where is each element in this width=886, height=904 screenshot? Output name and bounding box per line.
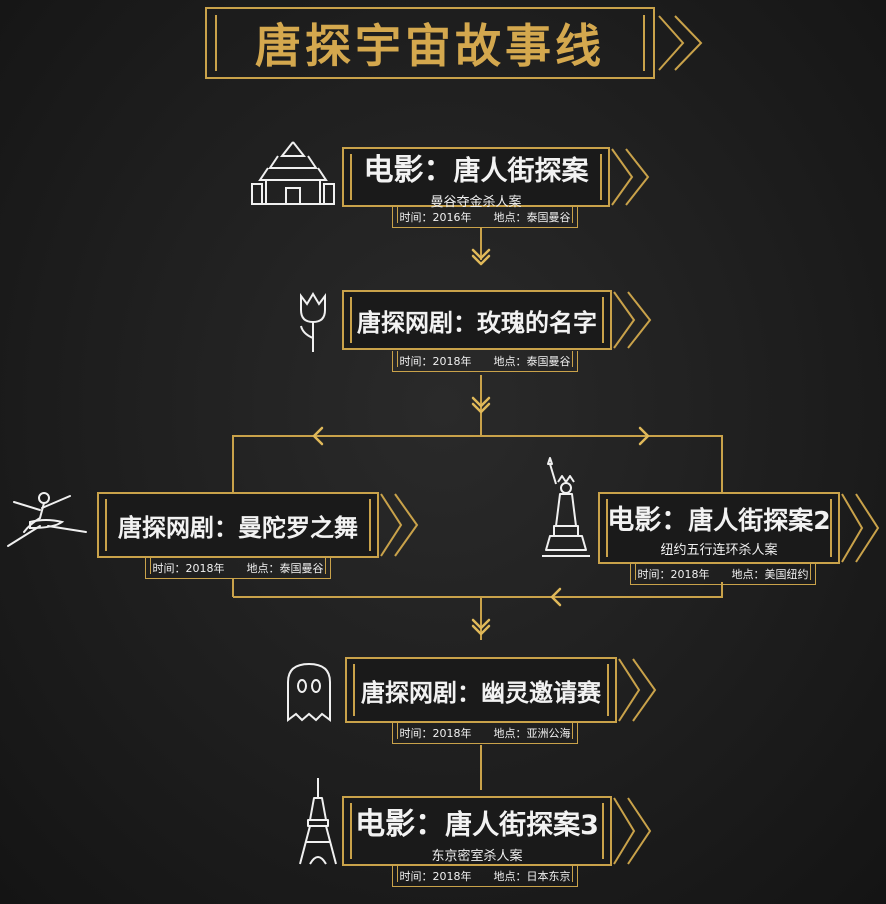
- node-1-chevron-icon: [611, 148, 650, 206]
- node-6-place: 日本东京: [526, 870, 571, 883]
- left-arrow-top: [312, 426, 324, 446]
- node-3-chevron-icon: [380, 493, 419, 557]
- node-1-title: 唐人街探案: [453, 155, 589, 187]
- node-card-6: 电影：唐人街探案3 东京密室杀人案: [342, 796, 612, 866]
- node-1-subtitle: 曼谷夺金杀人案: [430, 194, 522, 210]
- down-arrow-1: [471, 248, 491, 260]
- node-5-chevron-icon: [618, 658, 657, 722]
- node-1-place: 泰国曼谷: [526, 211, 571, 224]
- node-2-type: 唐探网剧：: [357, 308, 477, 337]
- node-5-type: 唐探网剧：: [361, 678, 481, 707]
- node-4-type: 电影：: [607, 505, 689, 536]
- node-card-1: 电影：唐人街探案 曼谷夺金杀人案: [342, 147, 610, 210]
- node-3-title: 曼陀罗之舞: [238, 513, 358, 542]
- node-6-subtitle: 东京密室杀人案: [431, 848, 523, 864]
- node-card-5: 唐探网剧：幽灵邀请赛: [345, 657, 617, 723]
- node-1-time: 2016年: [432, 211, 472, 224]
- left-arrow-bottom: [550, 587, 562, 607]
- node-4-info: 时间：2018年 地点：美国纽约: [630, 564, 816, 585]
- node-2-title: 玫瑰的名字: [477, 308, 597, 337]
- node-2-chevron-icon: [613, 291, 652, 349]
- node-2-time: 2018年: [432, 355, 472, 368]
- node-3-type: 唐探网剧：: [118, 513, 238, 542]
- node-6-type: 电影：: [355, 806, 446, 842]
- node-4-chevron-icon: [841, 493, 880, 563]
- down-arrow-2: [471, 396, 491, 408]
- node-6-time: 2018年: [432, 870, 472, 883]
- node-5-title: 幽灵邀请赛: [481, 678, 601, 707]
- node-5-info: 时间：2018年 地点：亚洲公海: [392, 723, 578, 744]
- tokyo-tower-icon: [296, 776, 340, 872]
- node-6-info: 时间：2018年 地点：日本东京: [392, 866, 578, 887]
- statue-of-liberty-icon: [538, 456, 594, 564]
- node-3-info: 时间：2018年 地点：泰国曼谷: [145, 558, 331, 579]
- node-4-subtitle: 纽约五行连环杀人案: [660, 543, 778, 558]
- node-3-time: 2018年: [185, 562, 225, 575]
- node-1-type: 电影：: [363, 152, 454, 188]
- tulip-icon: [295, 290, 331, 358]
- node-6-chevron-icon: [613, 797, 652, 865]
- node-1-info: 时间：2016年 地点：泰国曼谷: [392, 207, 578, 228]
- ghost-icon: [284, 660, 334, 728]
- node-4-place: 美国纽约: [764, 568, 809, 581]
- down-arrow-3: [471, 618, 491, 630]
- node-3-place: 泰国曼谷: [279, 562, 324, 575]
- page-title: 唐探宇宙故事线: [255, 19, 605, 73]
- title-chevron-icon: [658, 15, 703, 71]
- node-5-time: 2018年: [432, 727, 472, 740]
- node-4-title: 唐人街探案2: [688, 506, 831, 535]
- page-title-banner: 唐探宇宙故事线: [205, 7, 655, 79]
- ballet-dancer-icon: [0, 488, 92, 556]
- node-4-time: 2018年: [670, 568, 710, 581]
- node-6-title: 唐人街探案3: [445, 809, 599, 841]
- node-2-info: 时间：2018年 地点：泰国曼谷: [392, 351, 578, 372]
- node-5-place: 亚洲公海: [526, 727, 571, 740]
- right-arrow-top: [638, 426, 650, 446]
- node-2-place: 泰国曼谷: [526, 355, 571, 368]
- node-card-2: 唐探网剧：玫瑰的名字: [342, 290, 612, 350]
- thai-temple-icon: [248, 140, 338, 212]
- node-card-3: 唐探网剧：曼陀罗之舞: [97, 492, 379, 558]
- node-card-4: 电影：唐人街探案2 纽约五行连环杀人案: [598, 492, 840, 564]
